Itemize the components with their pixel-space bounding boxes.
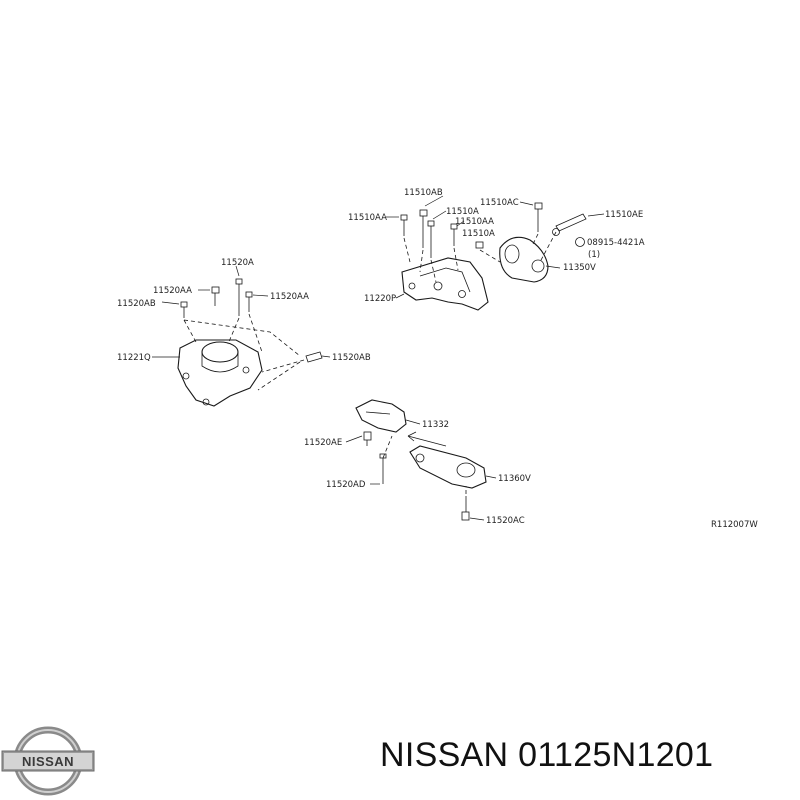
bracket-11332 [355, 399, 407, 433]
label-11520ad: 11520AD [326, 480, 366, 490]
label-11510ac: 11510AC [480, 198, 519, 208]
label-11221q: 11221Q [117, 353, 151, 363]
nissan-logo: NISSAN [1, 726, 95, 796]
label-11520ac: 11520AC [486, 516, 525, 526]
label-11510aa-b: 11510AA [455, 217, 494, 227]
label-08915-4421a: 08915-4421A [587, 238, 645, 248]
label-11510aa-a: 11510AA [348, 213, 387, 223]
upper-mount-assembly [386, 195, 605, 311]
label-reference-code: R112007W [711, 520, 758, 530]
label-11520ab-b: 11520AB [332, 353, 371, 363]
svg-text:NISSAN: NISSAN [22, 754, 74, 769]
label-11220p: 11220P [364, 294, 396, 304]
label-11510a-b: 11510A [462, 229, 495, 239]
label-11510ae: 11510AE [605, 210, 643, 220]
part-labels: 11510AB 11510AC 11510AE 11510AA 11510A 1… [117, 188, 758, 530]
label-11510a-a: 11510A [446, 207, 479, 217]
label-11520aa-b: 11520AA [270, 292, 309, 302]
label-11510ab: 11510AB [404, 188, 443, 198]
part-number-title: NISSAN 01125N1201 [380, 736, 714, 774]
label-11360v: 11360V [498, 474, 531, 484]
label-11520a: 11520A [221, 258, 254, 268]
label-11332: 11332 [422, 420, 449, 430]
label-11350v: 11350V [563, 263, 596, 273]
label-08915-qty: (1) [588, 250, 600, 260]
label-11520ae: 11520AE [304, 438, 342, 448]
left-mount-assembly [152, 265, 331, 407]
label-11520ab-a: 11520AB [117, 299, 156, 309]
lower-torque-rod-assembly [345, 399, 497, 521]
bracket-11220p [401, 257, 489, 311]
label-11520aa-a: 11520AA [153, 286, 192, 296]
torque-rod-11360v [409, 445, 487, 489]
